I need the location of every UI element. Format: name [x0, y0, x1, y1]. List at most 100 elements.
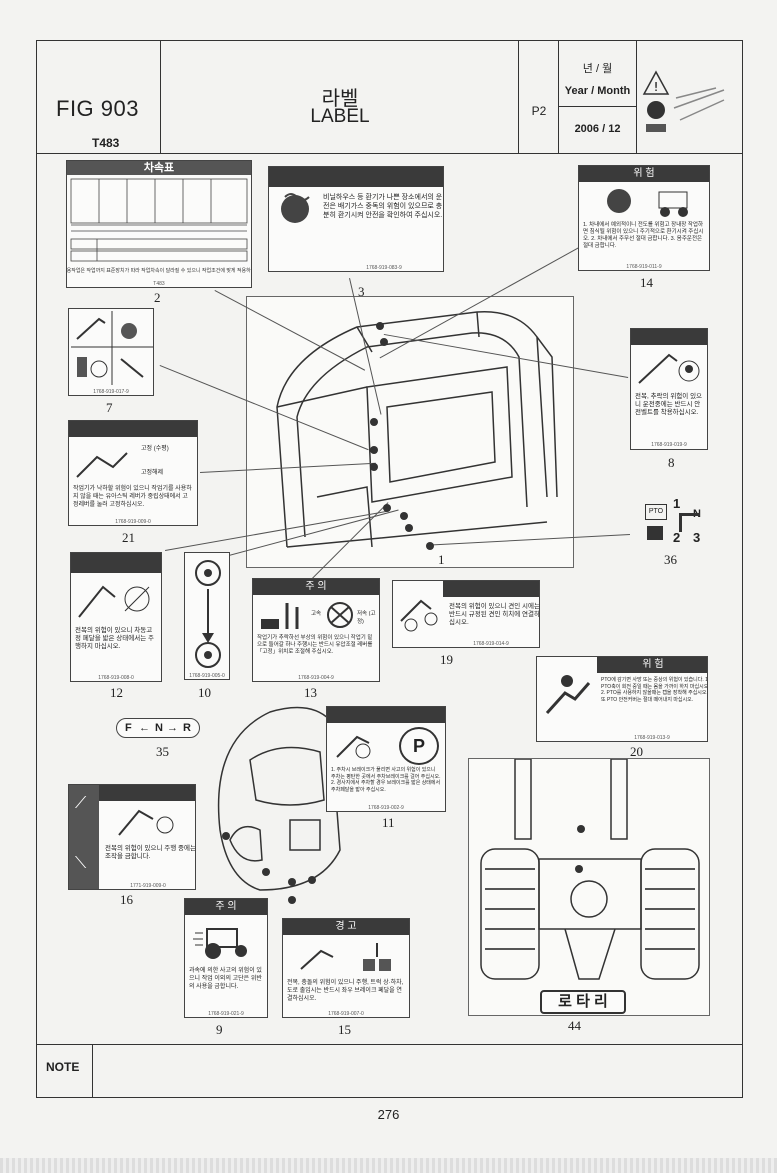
label-code: 1768-919-007-0 [328, 1011, 364, 1017]
scan-artifact [0, 1158, 777, 1173]
hydraulic-lever-icon [195, 560, 221, 668]
callout-dot [376, 322, 384, 330]
label-code: 1768-919-019-9 [651, 442, 687, 448]
label-11-parking: P 1. 주차시 브레이크가 풀리면 사고의 위험이 있으니 주차는 평탄한 곳… [326, 706, 446, 812]
label-44-rotary: 로 타 리 [540, 990, 626, 1014]
label-number: 21 [122, 530, 135, 545]
label-header [71, 553, 161, 573]
label-code: 1768-919-005-0 [189, 673, 225, 679]
label-number: 20 [630, 744, 643, 759]
label-13-caution: 주 의 고속 저속 (고정) 작업기가 추락하선 부상의 위험이 있으니 작업기… [252, 578, 380, 682]
label-header [631, 329, 707, 345]
page-number: 276 [377, 1107, 400, 1122]
callout-number: 1 [438, 552, 445, 567]
label-header [99, 785, 195, 801]
header-col-divider [636, 40, 637, 153]
label-14-danger: 위 험 1. 차내에서 예외적이니 전도를 위험고 장내장 작업하면 침식될 위… [578, 165, 710, 271]
label-header: 주 의 [253, 579, 379, 595]
label-number: 13 [304, 685, 317, 700]
label-header [443, 581, 539, 597]
label-12-diff-lock: 전복의 위험이 있으니 차동고정 페달을 밟은 상태에서는 주행하지 마십시오.… [70, 552, 162, 682]
diff-lock-icon [78, 585, 150, 618]
title-korean: 라벨 [321, 88, 359, 110]
label-3-ventilation: 비닐하우스 등 환기가 나쁜 장소에서의 운전은 배기가스 중독의 위험이 있으… [268, 166, 444, 272]
rollover-seatbelt-icon [638, 353, 700, 384]
label-code: 1768-919-021-9 [208, 1011, 244, 1017]
label-header: 위 험 [597, 657, 707, 673]
label-number: 10 [198, 685, 211, 700]
label-code: 1768-919-009-0 [115, 519, 151, 525]
label-header: 위 험 [579, 166, 709, 182]
pto-icon [647, 526, 663, 540]
fig-label: FIG 903 [56, 96, 139, 121]
speed-table-title: 차속표 [67, 161, 251, 175]
model-code: T483 [92, 136, 120, 150]
title-english: LABEL [310, 106, 370, 127]
implement-drop-icon [76, 452, 128, 478]
cabin-illustration [276, 310, 558, 548]
callout-dot [380, 338, 388, 346]
label-number: 11 [382, 815, 395, 830]
header-divider [36, 153, 743, 154]
label-8-seatbelt: 전복, 추락의 위험이 있으니 운전중에는 반드시 안전벨트를 착용하십시오. … [630, 328, 708, 450]
shift-pattern-icon [679, 513, 700, 532]
lever-symbol-strip [69, 785, 99, 889]
pict-caption: 저속 (고정) [357, 611, 376, 625]
callout-dot [405, 524, 413, 532]
header-col-divider [518, 40, 519, 153]
label-text: 작업기가 추락하선 부상의 위험이 있으니 작업기 밑으로 들어갈 하나 주행시… [257, 635, 373, 655]
label-10-hydraulic: 1768-919-005-0 [184, 552, 230, 680]
lever-up-icon: ⟋ [75, 795, 87, 812]
lever-down-icon: ⟍ [75, 855, 87, 872]
note-label: NOTE [46, 1060, 80, 1074]
rotary-text: 로 타 리 [558, 993, 608, 1010]
label-number: 12 [110, 685, 123, 700]
label-number: 8 [668, 455, 675, 470]
label-header: 경 고 [283, 919, 409, 935]
label-header: 주 의 [185, 899, 267, 915]
label-20-pto-danger: 위 험 PTO에 감기면 사망 또는 중상의 위험이 있습니다. 1. PTO축… [536, 656, 708, 742]
label-number: 14 [640, 275, 653, 290]
tractor-rollover-icon [607, 189, 688, 217]
label-code: T483 [153, 281, 165, 287]
label-code: 1768-919-017-9 [93, 389, 129, 395]
label-number: 35 [156, 744, 169, 759]
label-text: 비닐하우스 등 환기가 나쁜 장소에서의 운전은 배기가스 중독의 위험이 있으… [323, 194, 443, 219]
reverse-letter: R [183, 722, 191, 734]
pict-caption: 고정 (수평) [141, 446, 169, 452]
label-code: 1771-919-009-0 [130, 883, 166, 889]
label-code: 1768-919-011-9 [626, 264, 662, 270]
overspeed-tractor-icon [193, 928, 247, 959]
left-arrow-icon: ← [139, 722, 150, 734]
label-code: 1768-919-008-0 [98, 675, 134, 681]
label-36-pto-shift: PTO 1 N 2 3 [645, 496, 707, 548]
label-code: 1768-919-083-9 [366, 265, 402, 271]
pict-caption: 고속 [311, 611, 322, 617]
safety-logo-icon: ! [642, 70, 725, 132]
svg-text:!: ! [654, 80, 659, 94]
label-code: 1768-919-004-9 [298, 675, 334, 681]
towing-rollover-icon [400, 599, 438, 632]
callout-dot [400, 512, 408, 520]
label-number: 36 [664, 552, 677, 567]
parking-symbol-icon: P [399, 727, 439, 765]
cabin-drawing [246, 296, 574, 568]
speed-table-grid: * 실제 적용작업은 작업까지 표준장치가 따라 작업차속이 달라질 수 있으니… [67, 178, 251, 274]
forward-letter: F [125, 722, 132, 734]
label-text: 과속에 의한 사고의 위험이 있으니 작업 이외의 고단은 위반의 사용을 금합… [189, 968, 262, 990]
rollover-icon [118, 809, 174, 836]
label-header [269, 167, 443, 187]
label-number: 44 [568, 1018, 581, 1033]
year-month-english: Year / Month [564, 85, 631, 97]
label-text: 1. 차내에서 예외적이니 전도를 위험고 장내장 작업하면 침식될 위험이 있… [583, 222, 704, 249]
label-text: 전복, 추락의 위험이 있으니 운전중에는 반드시 안전벨트를 착용하십시오. [635, 393, 703, 416]
hazard-pictograms-icon [71, 311, 153, 385]
label-number: 19 [440, 652, 453, 667]
tractor-rear-illustration [480, 758, 700, 980]
label-text: 1. 주차시 브레이크가 풀리면 사고의 위험이 있으니 주차는 평탄한 곳에서… [331, 767, 441, 793]
valve-icon [327, 602, 353, 628]
neutral-letter: N [155, 722, 163, 734]
pto-entanglement-icon [545, 675, 591, 715]
page-code: P2 [531, 104, 547, 118]
pto-badge: PTO [645, 504, 667, 520]
